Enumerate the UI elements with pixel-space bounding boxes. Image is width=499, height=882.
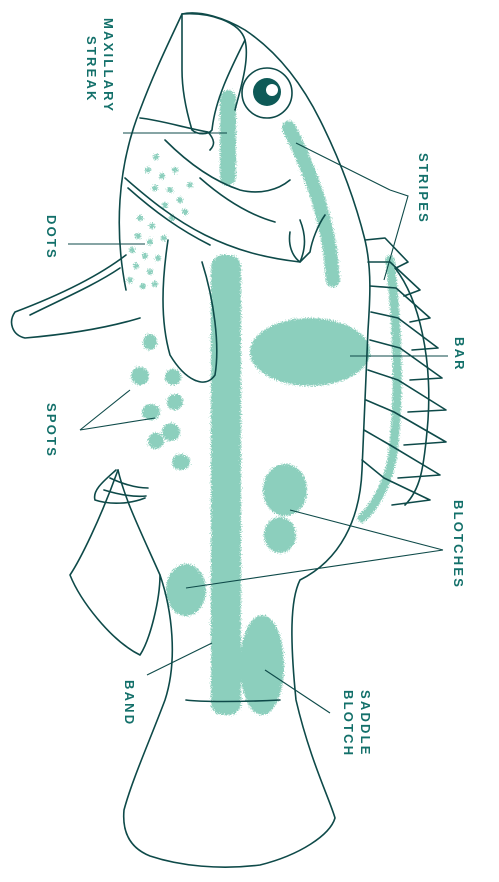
label-saddle-blotch-2: BLOTCH: [341, 690, 356, 757]
label-maxillary-streak: MAXILLARY: [101, 18, 116, 113]
label-dots: DOTS: [44, 215, 59, 260]
label-band: BAND: [122, 680, 137, 726]
spot-mark-3: [165, 369, 181, 385]
label-spots: SPOTS: [44, 403, 59, 458]
label-blotches: BLOTCHES: [451, 500, 466, 589]
blotch-mark-1: [263, 464, 307, 516]
pattern-markings: [127, 90, 397, 715]
bar-mark: [250, 318, 370, 386]
spot-mark-8: [172, 454, 190, 470]
blotch-mark-2: [264, 517, 296, 553]
spot-mark-6: [148, 433, 164, 449]
spot-mark-1: [143, 334, 157, 350]
spot-mark-4: [142, 404, 160, 420]
label-stripes: STRIPES: [416, 153, 431, 224]
maxillary-streak-mark: [220, 90, 236, 185]
spot-mark-5: [167, 394, 183, 410]
spot-mark-2: [131, 367, 149, 385]
blotch-mark-3: [166, 564, 206, 616]
label-bar: BAR: [452, 337, 467, 372]
spot-mark-7: [162, 423, 180, 441]
label-saddle-blotch: SADDLE: [358, 690, 373, 757]
dot-marks: [127, 154, 193, 289]
label-maxillary-streak-2: STREAK: [84, 36, 99, 103]
stripe-mark-dorsal: [362, 260, 397, 518]
